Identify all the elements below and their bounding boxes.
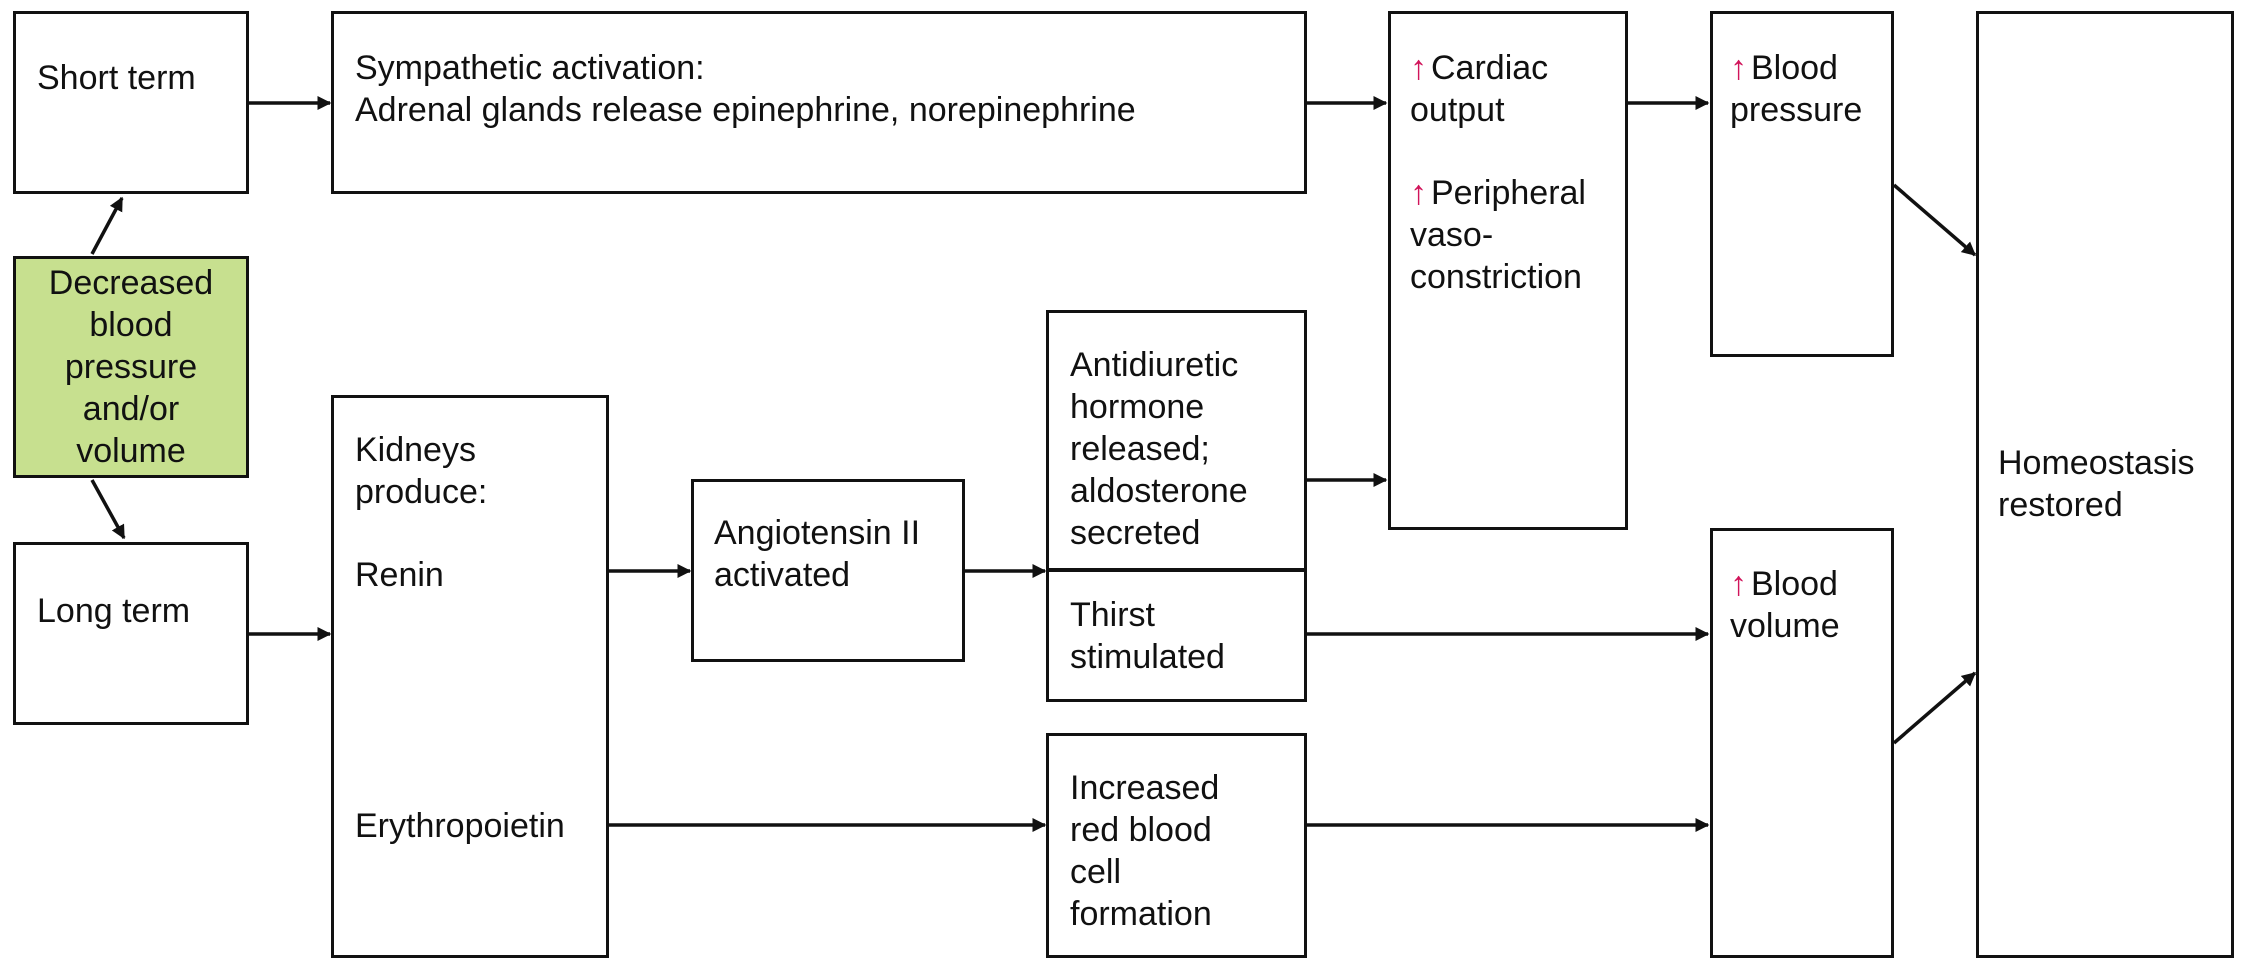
homeostasis-label: Homeostasis restored xyxy=(1998,444,2195,524)
vasoconstriction-item: ↑Peripheral vaso- constriction xyxy=(1410,172,1586,298)
arrow-decreased-to-short-term xyxy=(90,196,124,255)
kidneys-title: Kidneys produce: xyxy=(355,431,488,511)
kidneys-box xyxy=(331,395,609,958)
rbc-formation-box xyxy=(1046,733,1307,958)
increase-arrow-icon: ↑ xyxy=(1730,565,1747,603)
angiotensin-label: Angiotensin II activated xyxy=(714,514,921,594)
decreased-bp-label: Decreased blood pressure and/or volume xyxy=(48,264,214,470)
thirst-label: Thirst stimulated xyxy=(1070,596,1225,676)
long-term-label: Long term xyxy=(37,592,191,630)
renin-label: Renin xyxy=(355,556,444,594)
cardiac-output-item: ↑Cardiac output xyxy=(1410,47,1548,131)
sympathetic-activation-box xyxy=(331,11,1307,194)
blood-pressure-item: ↑Blood pressure xyxy=(1730,47,1862,131)
arrow-bv-to-homeostasis xyxy=(1892,671,1977,745)
long-term-box xyxy=(13,542,249,725)
increase-arrow-icon: ↑ xyxy=(1410,174,1427,212)
vasoconstriction-label: Peripheral vaso- constriction xyxy=(1410,174,1586,296)
arrow-bp-to-homeostasis xyxy=(1892,183,1977,257)
rbc-formation-label: Increased red blood cell formation xyxy=(1070,769,1220,933)
short-term-label: Short term xyxy=(37,59,196,97)
adh-thirst-box xyxy=(1046,310,1307,702)
increase-arrow-icon: ↑ xyxy=(1730,49,1747,87)
short-term-box xyxy=(13,11,249,194)
adh-thirst-divider xyxy=(1046,568,1307,572)
increase-arrow-icon: ↑ xyxy=(1410,49,1427,87)
blood-pressure-box xyxy=(1710,11,1894,357)
angiotensin-box xyxy=(691,479,965,662)
sympathetic-activation-text: Sympathetic activation: Adrenal glands r… xyxy=(355,49,1136,129)
blood-pressure-label: Blood pressure xyxy=(1730,49,1863,129)
decreased-bp-box xyxy=(13,256,249,478)
homeostasis-box xyxy=(1976,11,2234,958)
blood-volume-label: Blood volume xyxy=(1730,565,1840,645)
arrow-decreased-to-long-term xyxy=(90,479,126,540)
cardiac-output-label: Cardiac output xyxy=(1410,49,1549,129)
blood-volume-item: ↑Blood volume xyxy=(1730,563,1840,647)
adh-label: Antidiuretic hormone released; aldostero… xyxy=(1070,346,1248,552)
cardiac-output-box xyxy=(1388,11,1628,530)
blood-volume-box xyxy=(1710,528,1894,958)
erythropoietin-label: Erythropoietin xyxy=(355,807,565,845)
